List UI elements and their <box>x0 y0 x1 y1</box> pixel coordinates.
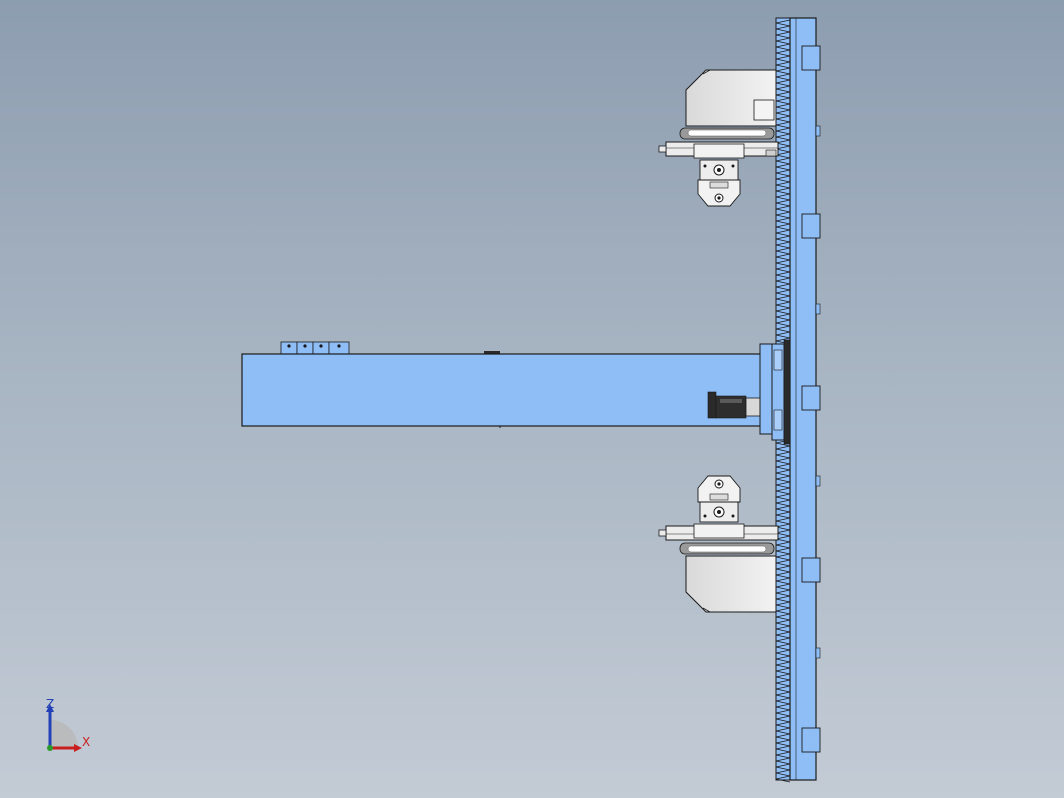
rail-bracket <box>801 213 821 239</box>
rail-tab <box>815 475 821 487</box>
upper-tool-head <box>697 159 741 207</box>
horizontal-arm[interactable] <box>241 339 791 445</box>
upper-slide-block <box>693 143 745 159</box>
arm-mount-plate <box>759 339 791 445</box>
triad-graphic <box>46 704 82 752</box>
rail-bracket <box>801 727 821 753</box>
rail-bracket <box>801 45 821 71</box>
lower-slide-block <box>693 523 745 539</box>
lower-carriage[interactable] <box>658 475 779 613</box>
axis-x-label: X <box>82 735 91 749</box>
upper-motor-housing <box>685 69 777 127</box>
lower-tool-head <box>697 475 741 523</box>
rail-mount-brackets <box>801 45 821 753</box>
upper-carriage[interactable] <box>658 69 779 207</box>
axis-z-label: Z <box>46 697 55 711</box>
rail-bracket <box>801 557 821 583</box>
arm-beam <box>241 353 763 427</box>
upper-housing-window <box>753 99 775 121</box>
rail-tab <box>815 125 821 137</box>
coordinate-triad: Z X <box>36 694 106 758</box>
rail-tab <box>815 647 821 659</box>
arm-top-blocks <box>280 341 350 355</box>
rail-bracket <box>801 385 821 411</box>
lower-motor-housing <box>685 555 777 613</box>
rail-tab <box>815 303 821 315</box>
